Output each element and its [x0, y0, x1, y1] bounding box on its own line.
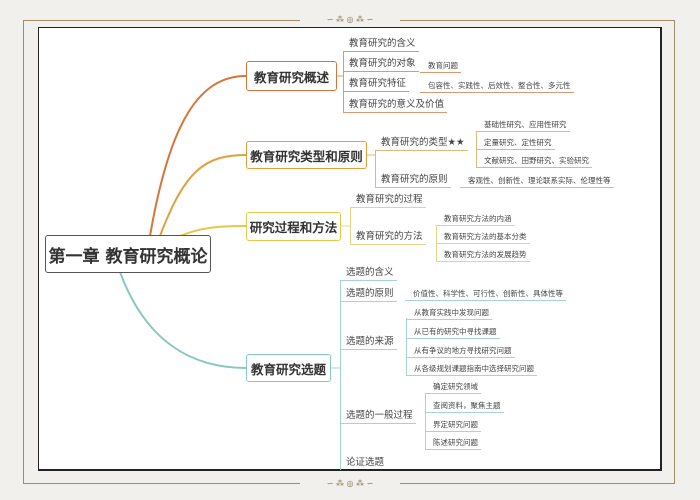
detail-node[interactable]: 定量研究、定性研究 — [476, 138, 555, 150]
ornament-top-icon: ∽ ⁂ ◎ ⁂ ∽ — [300, 15, 400, 25]
detail-node[interactable]: 查阅资料，聚焦主题 — [425, 401, 504, 413]
branch-node[interactable]: 教育研究选题 — [246, 354, 331, 382]
detail-node[interactable]: 从已有的研究中寻找课题 — [406, 327, 500, 339]
topic-node[interactable]: 教育研究的对象 — [343, 58, 419, 72]
topic-node[interactable]: 教育研究的意义及价值 — [343, 99, 448, 113]
detail-node[interactable]: 从教育实践中发现问题 — [406, 308, 492, 320]
branch-node[interactable]: 教育研究概述 — [246, 61, 337, 91]
detail-node[interactable]: 教育研究方法的发展趋势 — [436, 250, 530, 262]
topic-node[interactable]: 教育研究的类型★★ — [375, 137, 468, 151]
topic-node[interactable]: 选题的一般过程 — [340, 410, 416, 424]
topic-node[interactable]: 选题的来源 — [340, 336, 397, 350]
detail-node[interactable]: 教育研究方法的内涵 — [436, 214, 515, 226]
topic-node[interactable]: 论证选题 — [346, 457, 385, 468]
detail-node[interactable]: 从有争议的地方寻找研究问题 — [406, 346, 515, 358]
connector — [425, 393, 426, 450]
connector — [343, 52, 344, 112]
branch-node[interactable]: 研究过程和方法 — [246, 212, 341, 241]
topic-node[interactable]: 教育研究的原则 — [375, 174, 451, 188]
connector — [350, 207, 351, 245]
detail-node[interactable]: 从各级规划课题指南中选择研究问题 — [406, 364, 537, 376]
topic-node[interactable]: 教育研究特征 — [343, 78, 410, 92]
detail-node[interactable]: 陈述研究问题 — [425, 438, 481, 450]
detail-node[interactable]: 界定研究问题 — [425, 420, 481, 432]
connector-branch-4 — [119, 271, 247, 369]
detail-node[interactable]: 教育问题 — [420, 61, 461, 73]
connector-branch-1 — [149, 75, 247, 237]
topic-node[interactable]: 教育研究的方法 — [350, 231, 426, 245]
connector-branch-2 — [159, 154, 247, 237]
connector — [406, 318, 407, 375]
connector-branch-3 — [179, 225, 247, 237]
topic-node[interactable]: 选题的原则 — [340, 288, 397, 302]
detail-node[interactable]: 文献研究、田野研究、实验研究 — [476, 156, 592, 168]
detail-node[interactable]: 客观性、创新性、理论联系实际、伦理性等 — [460, 176, 614, 188]
branch-node[interactable]: 教育研究类型和原则 — [246, 141, 367, 169]
topic-node[interactable]: 教育研究的含义 — [343, 38, 419, 52]
ornament-bottom-icon: ∽ ⁂ ◎ ⁂ ∽ — [300, 479, 400, 489]
root-node[interactable]: 第一章 教育研究概论 — [45, 235, 211, 273]
topic-node[interactable]: 教育研究的过程 — [350, 194, 426, 208]
detail-node[interactable]: 价值性、科学性、可行性、创新性、具体性等 — [405, 289, 566, 301]
detail-node[interactable]: 确定研究领域 — [425, 382, 481, 394]
detail-node[interactable]: 包容性、实践性、后效性、整合性、多元性 — [420, 81, 574, 93]
detail-node[interactable]: 教育研究方法的基本分类 — [436, 232, 530, 244]
detail-node[interactable]: 基础性研究、应用性研究 — [476, 120, 570, 132]
connector — [375, 150, 376, 188]
connector — [340, 280, 341, 470]
topic-node[interactable]: 选题的含义 — [340, 267, 397, 281]
